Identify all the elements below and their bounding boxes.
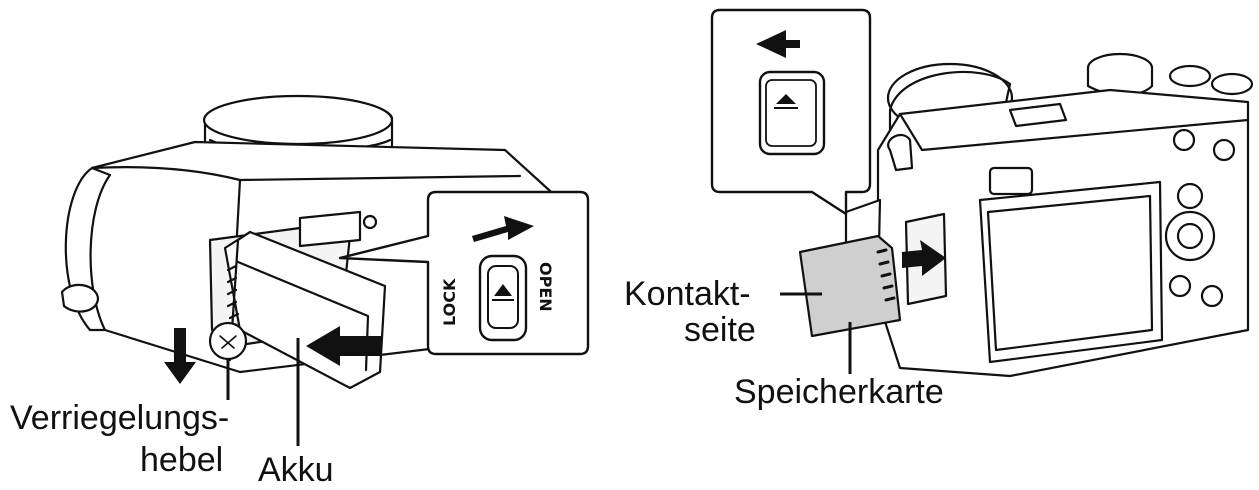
battery-label: Akku [258, 451, 334, 489]
lens-rim [202, 94, 394, 146]
memory-card [798, 234, 902, 338]
lock-lever-label-line1: Verriegelungs- [10, 399, 230, 437]
lock-switch-inset: OPEN LOCK [338, 190, 590, 356]
lock-text: LOCK [440, 278, 459, 326]
memory-card-label: Speicherkarte [734, 373, 944, 411]
lcd-screen [978, 180, 1164, 364]
insert-arrow-icon [306, 326, 382, 366]
open-text: OPEN [536, 262, 555, 312]
contact-side-label-line2: seite [684, 311, 756, 349]
slide-right-arrow-icon [472, 216, 534, 242]
contact-side-label-line1: Kontakt- [624, 275, 751, 313]
card-insert-arrow-icon [902, 240, 946, 276]
camera-back-illustration [798, 52, 1254, 378]
down-arrow-icon [164, 328, 196, 384]
slide-left-arrow-icon [756, 30, 800, 58]
lock-lever-highlight [208, 321, 248, 361]
door-switch-inset [710, 8, 872, 216]
lock-lever-label-line2: hebel [140, 441, 224, 479]
